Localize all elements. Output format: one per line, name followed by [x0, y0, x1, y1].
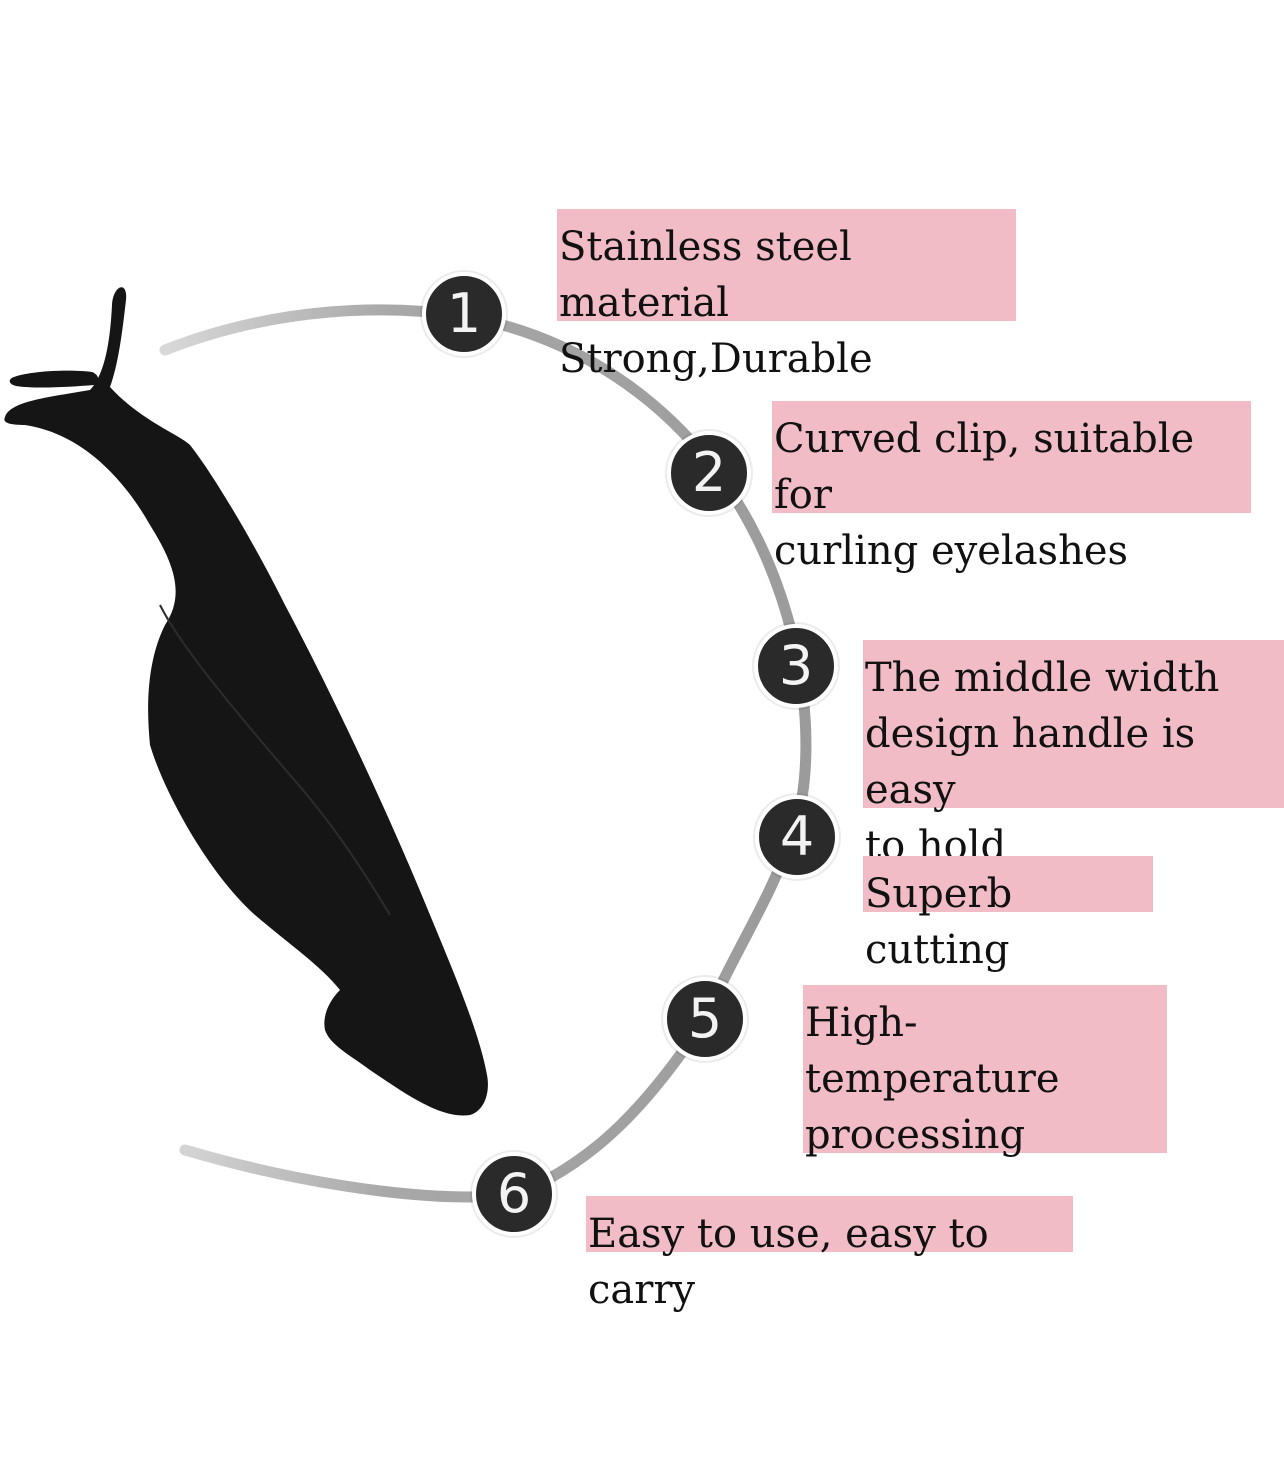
feature-5-number-badge: 5 [663, 977, 747, 1061]
feature-6-number-badge: 6 [472, 1152, 556, 1236]
feature-6-label: Easy to use, easy to carry [586, 1196, 1073, 1313]
eyelash-applicator-tweezer-icon [4, 287, 488, 1116]
feature-2-number-badge: 2 [667, 431, 751, 515]
feature-1-number-badge: 1 [422, 272, 506, 356]
feature-3-label: The middle width design handle is easy t… [863, 640, 1284, 869]
feature-4-label: Superb cutting [863, 856, 1153, 973]
feature-1-label: Stainless steel material Strong,Durable [557, 209, 1016, 382]
feature-3-number-badge: 3 [754, 624, 838, 708]
feature-4-number-badge: 4 [755, 795, 839, 879]
feature-5-label: High-temperature processing [803, 985, 1167, 1158]
feature-2-label: Curved clip, suitable for curling eyelas… [772, 401, 1251, 574]
